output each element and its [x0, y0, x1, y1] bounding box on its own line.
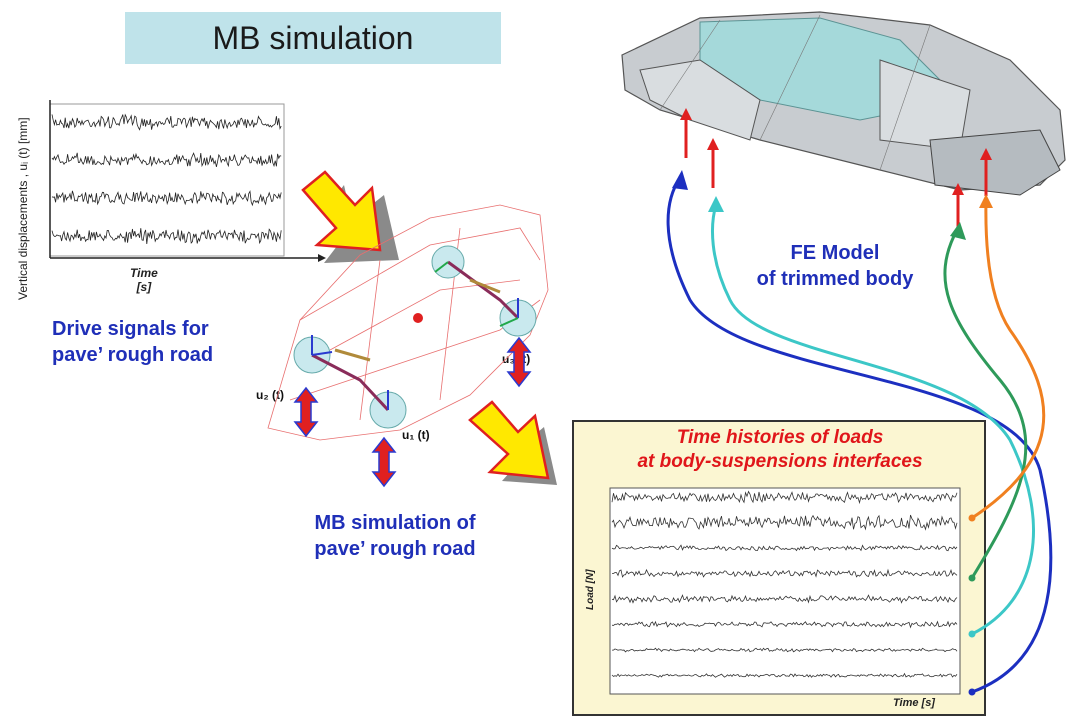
- connector-dot-orange: [968, 514, 976, 522]
- mb-suspension: [293, 245, 537, 429]
- drive-trace-4: [51, 228, 282, 245]
- connector-blue-arrowhead: [672, 170, 688, 190]
- yellow-arrow-icon-2: [468, 400, 550, 480]
- load-trace-4: [612, 568, 958, 578]
- load-title-line1: Time histories of loads: [676, 427, 884, 448]
- drive-trace-1: [51, 113, 282, 131]
- connector-dot-green: [968, 574, 976, 582]
- double-arrow-u1: [371, 436, 397, 488]
- drive-plot-xlabel: Time[s]: [130, 266, 158, 294]
- fe-model-caption: FE Model of trimmed body: [720, 240, 950, 292]
- connector-orange-arrowhead: [979, 194, 993, 208]
- load-plot-xlabel: Time [s]: [893, 697, 935, 709]
- front-arm: [334, 348, 371, 362]
- double-arrow-icon-u2: [293, 386, 319, 438]
- connector-dot-blue: [968, 688, 976, 696]
- load-trace-2: [611, 514, 958, 531]
- connector-curves: [666, 170, 1053, 696]
- fe-caption-line1: FE Model: [790, 242, 880, 264]
- fe-side-opening: [639, 59, 761, 141]
- car-outline: [267, 204, 549, 441]
- axis-y-rr: [499, 317, 519, 327]
- drive-caption-line2: pave’ rough road: [52, 344, 214, 366]
- load-trace-3: [611, 544, 958, 552]
- load-title-line2: at body-suspensions interfaces: [637, 451, 923, 472]
- double-arrow-u3: [506, 336, 532, 388]
- load-trace-6: [611, 620, 958, 629]
- load-trace-7: [612, 647, 958, 653]
- u1-label: u₁ (t): [402, 428, 430, 442]
- load-trace-1: [611, 490, 958, 505]
- connector-green-arrowhead: [950, 222, 966, 240]
- drive-trace-3: [51, 190, 282, 207]
- connector-orange: [971, 199, 1046, 520]
- center-of-mass-icon: [413, 313, 423, 323]
- arrow-mb-to-loads: [468, 400, 557, 485]
- drive-plot-xlabel-line2: [s]: [136, 280, 152, 294]
- connector-cyan: [711, 204, 1035, 636]
- drive-plot-axis-arrow: [318, 254, 326, 262]
- double-arrow-icon-u3: [506, 336, 532, 388]
- fe-car-body: [621, 11, 1066, 232]
- double-arrow-icon-u1: [371, 436, 397, 488]
- yellow-arrow-icon: [301, 170, 382, 252]
- fe-load-arrowhead-4: [980, 148, 992, 160]
- load-panel-title: Time histories of loads at body-suspensi…: [575, 426, 985, 474]
- car-beltline: [329, 279, 521, 351]
- connector-blue: [666, 177, 1053, 694]
- rear-axle: [447, 260, 520, 320]
- fe-mesh-lines: [659, 14, 931, 171]
- fe-load-arrowhead-1: [680, 108, 692, 120]
- front-axle: [311, 353, 390, 412]
- connector-dot-cyan: [968, 630, 976, 638]
- mb-caption-line2: pave’ rough road: [314, 538, 476, 560]
- axis-x-fl: [311, 351, 333, 356]
- arrow-drive-to-mb: [301, 170, 399, 263]
- drive-traces: [51, 113, 282, 245]
- fe-front-frame: [929, 129, 1061, 196]
- fe-load-arrowhead-3: [952, 183, 964, 195]
- rear-arm: [469, 278, 501, 294]
- drive-caption-line1: Drive signals for: [52, 318, 209, 340]
- axis-y-rl: [434, 261, 449, 273]
- page-title: MB simulation: [212, 19, 414, 56]
- load-trace-5: [611, 594, 958, 604]
- fe-load-arrowhead-2: [707, 138, 719, 150]
- drive-signals-caption: Drive signals for pave’ rough road: [52, 316, 272, 368]
- load-trace-8: [611, 672, 958, 678]
- drive-trace-2: [51, 152, 282, 168]
- mb-simulation-caption: MB simulation of pave’ rough road: [280, 510, 510, 562]
- car-pillar-a: [359, 259, 381, 421]
- double-arrow-u2: [293, 386, 319, 438]
- mb-caption-line1: MB simulation of: [314, 512, 476, 534]
- load-traces: [611, 490, 958, 678]
- drive-signal-plot: [49, 100, 326, 262]
- title-box: MB simulation: [125, 12, 501, 64]
- load-plot-area: [609, 487, 961, 695]
- drive-plot-xlabel-line1: Time: [130, 266, 158, 280]
- connector-green: [943, 229, 1028, 579]
- connector-cyan-arrowhead: [708, 196, 724, 212]
- car-roofline: [299, 227, 541, 321]
- fe-caption-line2: of trimmed body: [756, 268, 914, 290]
